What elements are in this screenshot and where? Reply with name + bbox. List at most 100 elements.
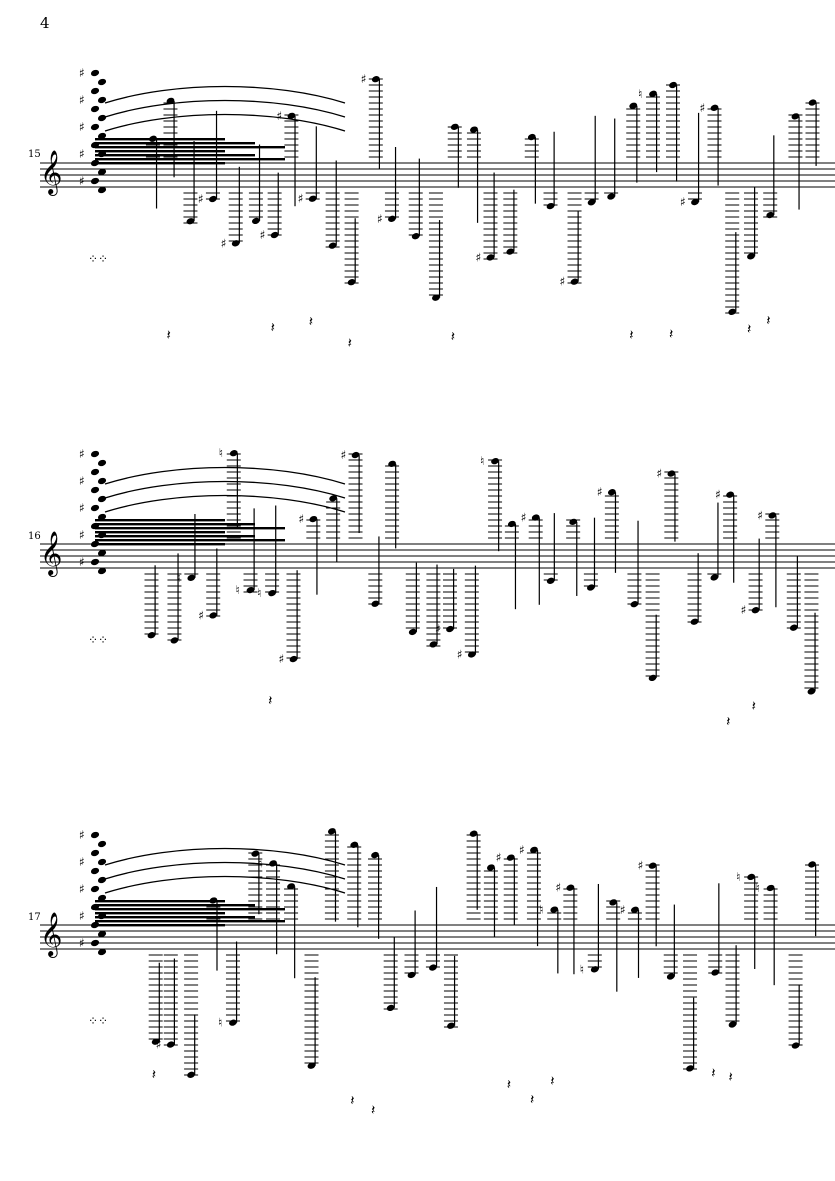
accidental-icon: ♮ — [258, 856, 262, 870]
sharp-icon: ♯ — [79, 147, 85, 161]
notehead — [607, 193, 616, 200]
sharp-icon: ♯ — [79, 120, 85, 134]
notehead — [151, 1038, 160, 1045]
notehead — [90, 939, 100, 947]
rest-icon: 𝄽 — [726, 714, 730, 730]
notehead — [350, 841, 359, 848]
notehead — [90, 87, 100, 95]
sharp-icon: ♯ — [79, 828, 85, 842]
notehead — [631, 906, 639, 913]
notehead — [711, 969, 720, 976]
beam — [95, 916, 255, 919]
tie — [104, 861, 346, 880]
measure-number-16: 16 — [28, 531, 41, 542]
sharp-icon: ♯ — [79, 882, 85, 896]
accidental-icon: ♯ — [279, 652, 285, 666]
beam — [95, 924, 225, 927]
notehead — [97, 186, 107, 194]
accidental-icon: ♯ — [198, 192, 204, 206]
notehead — [166, 97, 175, 104]
notehead — [629, 102, 638, 109]
accidental-icon: ♯ — [656, 467, 662, 481]
beam — [95, 146, 285, 149]
tie — [104, 466, 346, 485]
beam — [95, 162, 225, 165]
notehead — [587, 199, 596, 206]
accidental-icon: ♯ — [638, 859, 644, 873]
accidental-icon: ♯ — [741, 603, 747, 617]
notehead — [446, 625, 454, 633]
tremolo-icon: ⁘⁘ — [88, 252, 108, 266]
tie — [104, 875, 346, 894]
accidental-icon: ♯ — [260, 228, 266, 242]
treble-clef-icon: 𝄞 — [40, 531, 62, 577]
notehead — [808, 861, 816, 868]
tie — [104, 99, 346, 118]
notehead — [351, 451, 360, 459]
accidental-icon: ♮ — [218, 1016, 222, 1030]
sharp-icon: ♯ — [79, 174, 85, 188]
rest-icon: 𝄽 — [309, 314, 313, 330]
notehead — [97, 477, 107, 485]
rest-icon: 𝄽 — [451, 329, 455, 345]
notehead — [97, 459, 107, 467]
tie — [104, 494, 346, 513]
notehead — [546, 577, 555, 584]
accidental-icon: ♯ — [298, 512, 304, 526]
notehead — [728, 1021, 737, 1028]
notehead — [90, 123, 100, 131]
accidental-icon: ♯ — [496, 851, 502, 865]
accidental-icon: ♮ — [736, 870, 740, 884]
notehead — [90, 450, 100, 458]
accidental-icon: ♯ — [700, 101, 706, 115]
beam — [95, 920, 285, 923]
accidental-icon: ♮ — [539, 903, 543, 917]
rest-icon: 𝄽 — [752, 699, 756, 715]
notehead — [90, 69, 100, 77]
notehead — [97, 96, 107, 104]
tie — [104, 85, 346, 104]
notehead — [187, 574, 196, 581]
notehead — [90, 849, 100, 857]
beam — [95, 535, 255, 538]
notehead — [90, 867, 100, 875]
notehead — [209, 612, 218, 619]
notehead — [307, 1062, 316, 1069]
notehead — [649, 90, 657, 97]
beam — [95, 531, 225, 534]
notehead — [97, 948, 107, 956]
sharp-icon: ♯ — [79, 66, 85, 80]
staff — [40, 162, 835, 188]
accidental-icon: ♯ — [298, 192, 304, 206]
rest-icon: 𝄽 — [268, 693, 272, 709]
accidental-icon: ♯ — [715, 488, 721, 502]
measure-number-15: 15 — [28, 149, 41, 160]
accidental-icon: ♮ — [257, 586, 261, 600]
accidental-icon: ♮ — [580, 962, 584, 976]
notehead — [530, 846, 538, 853]
rest-icon: 𝄽 — [348, 335, 352, 351]
accidental-icon: ♮ — [219, 446, 223, 460]
rest-icon: 𝄽 — [747, 322, 751, 338]
notehead — [231, 240, 240, 247]
rest-icon: 𝄽 — [371, 1103, 375, 1119]
notehead — [97, 114, 107, 122]
accidental-icon: ♮ — [176, 571, 180, 585]
beam — [95, 539, 285, 542]
accidental-icon: ♯ — [560, 275, 566, 289]
sharp-icon: ♯ — [79, 936, 85, 950]
sharp-icon: ♯ — [79, 474, 85, 488]
notehead — [209, 897, 218, 904]
tie — [104, 113, 346, 132]
accidental-icon: ♯ — [597, 485, 603, 499]
accidental-icon: ♯ — [620, 903, 626, 917]
beam — [95, 158, 285, 161]
notehead — [97, 930, 107, 938]
notehead — [229, 450, 238, 457]
sharp-icon: ♯ — [79, 855, 85, 869]
beam — [95, 904, 255, 907]
notehead — [590, 966, 599, 973]
notehead — [97, 894, 107, 902]
notehead — [408, 628, 417, 636]
